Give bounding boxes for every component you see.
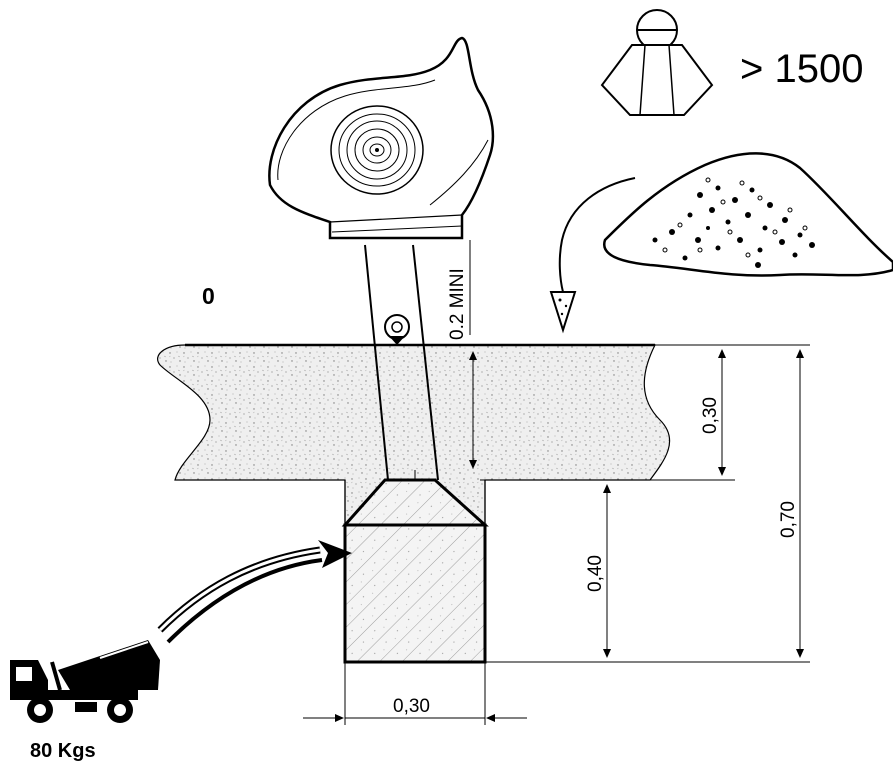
- post: [364, 244, 439, 481]
- concrete-pour-arrow: [157, 540, 352, 644]
- concrete-footing: [341, 470, 489, 664]
- excavator-bucket-icon: [268, 36, 495, 240]
- clearance-dimension: 0.2 MINI: [447, 240, 477, 469]
- width-label: 0,30: [393, 696, 430, 717]
- depth-dimensions: 0,30 0,40 0,70: [480, 344, 810, 663]
- plumb-marker-icon: [384, 314, 410, 345]
- gravel-flow-arrow: [549, 177, 636, 334]
- level-label: 0: [202, 283, 215, 309]
- concrete-weight-label: 80 Kgs: [30, 740, 96, 762]
- weight-threshold-label: > 1500: [740, 47, 863, 91]
- concrete-mixer-truck-icon: [10, 640, 160, 723]
- gravel-pile-icon: [603, 152, 893, 277]
- weight-icon: [600, 9, 714, 116]
- trench-walls: [344, 480, 486, 525]
- clearance-label: 0.2 MINI: [447, 268, 468, 340]
- depth-total-label: 0,70: [778, 501, 799, 538]
- depth-bottom-label: 0,40: [585, 555, 606, 592]
- width-dimension: 0,30: [303, 662, 527, 725]
- depth-top-label: 0,30: [700, 397, 721, 434]
